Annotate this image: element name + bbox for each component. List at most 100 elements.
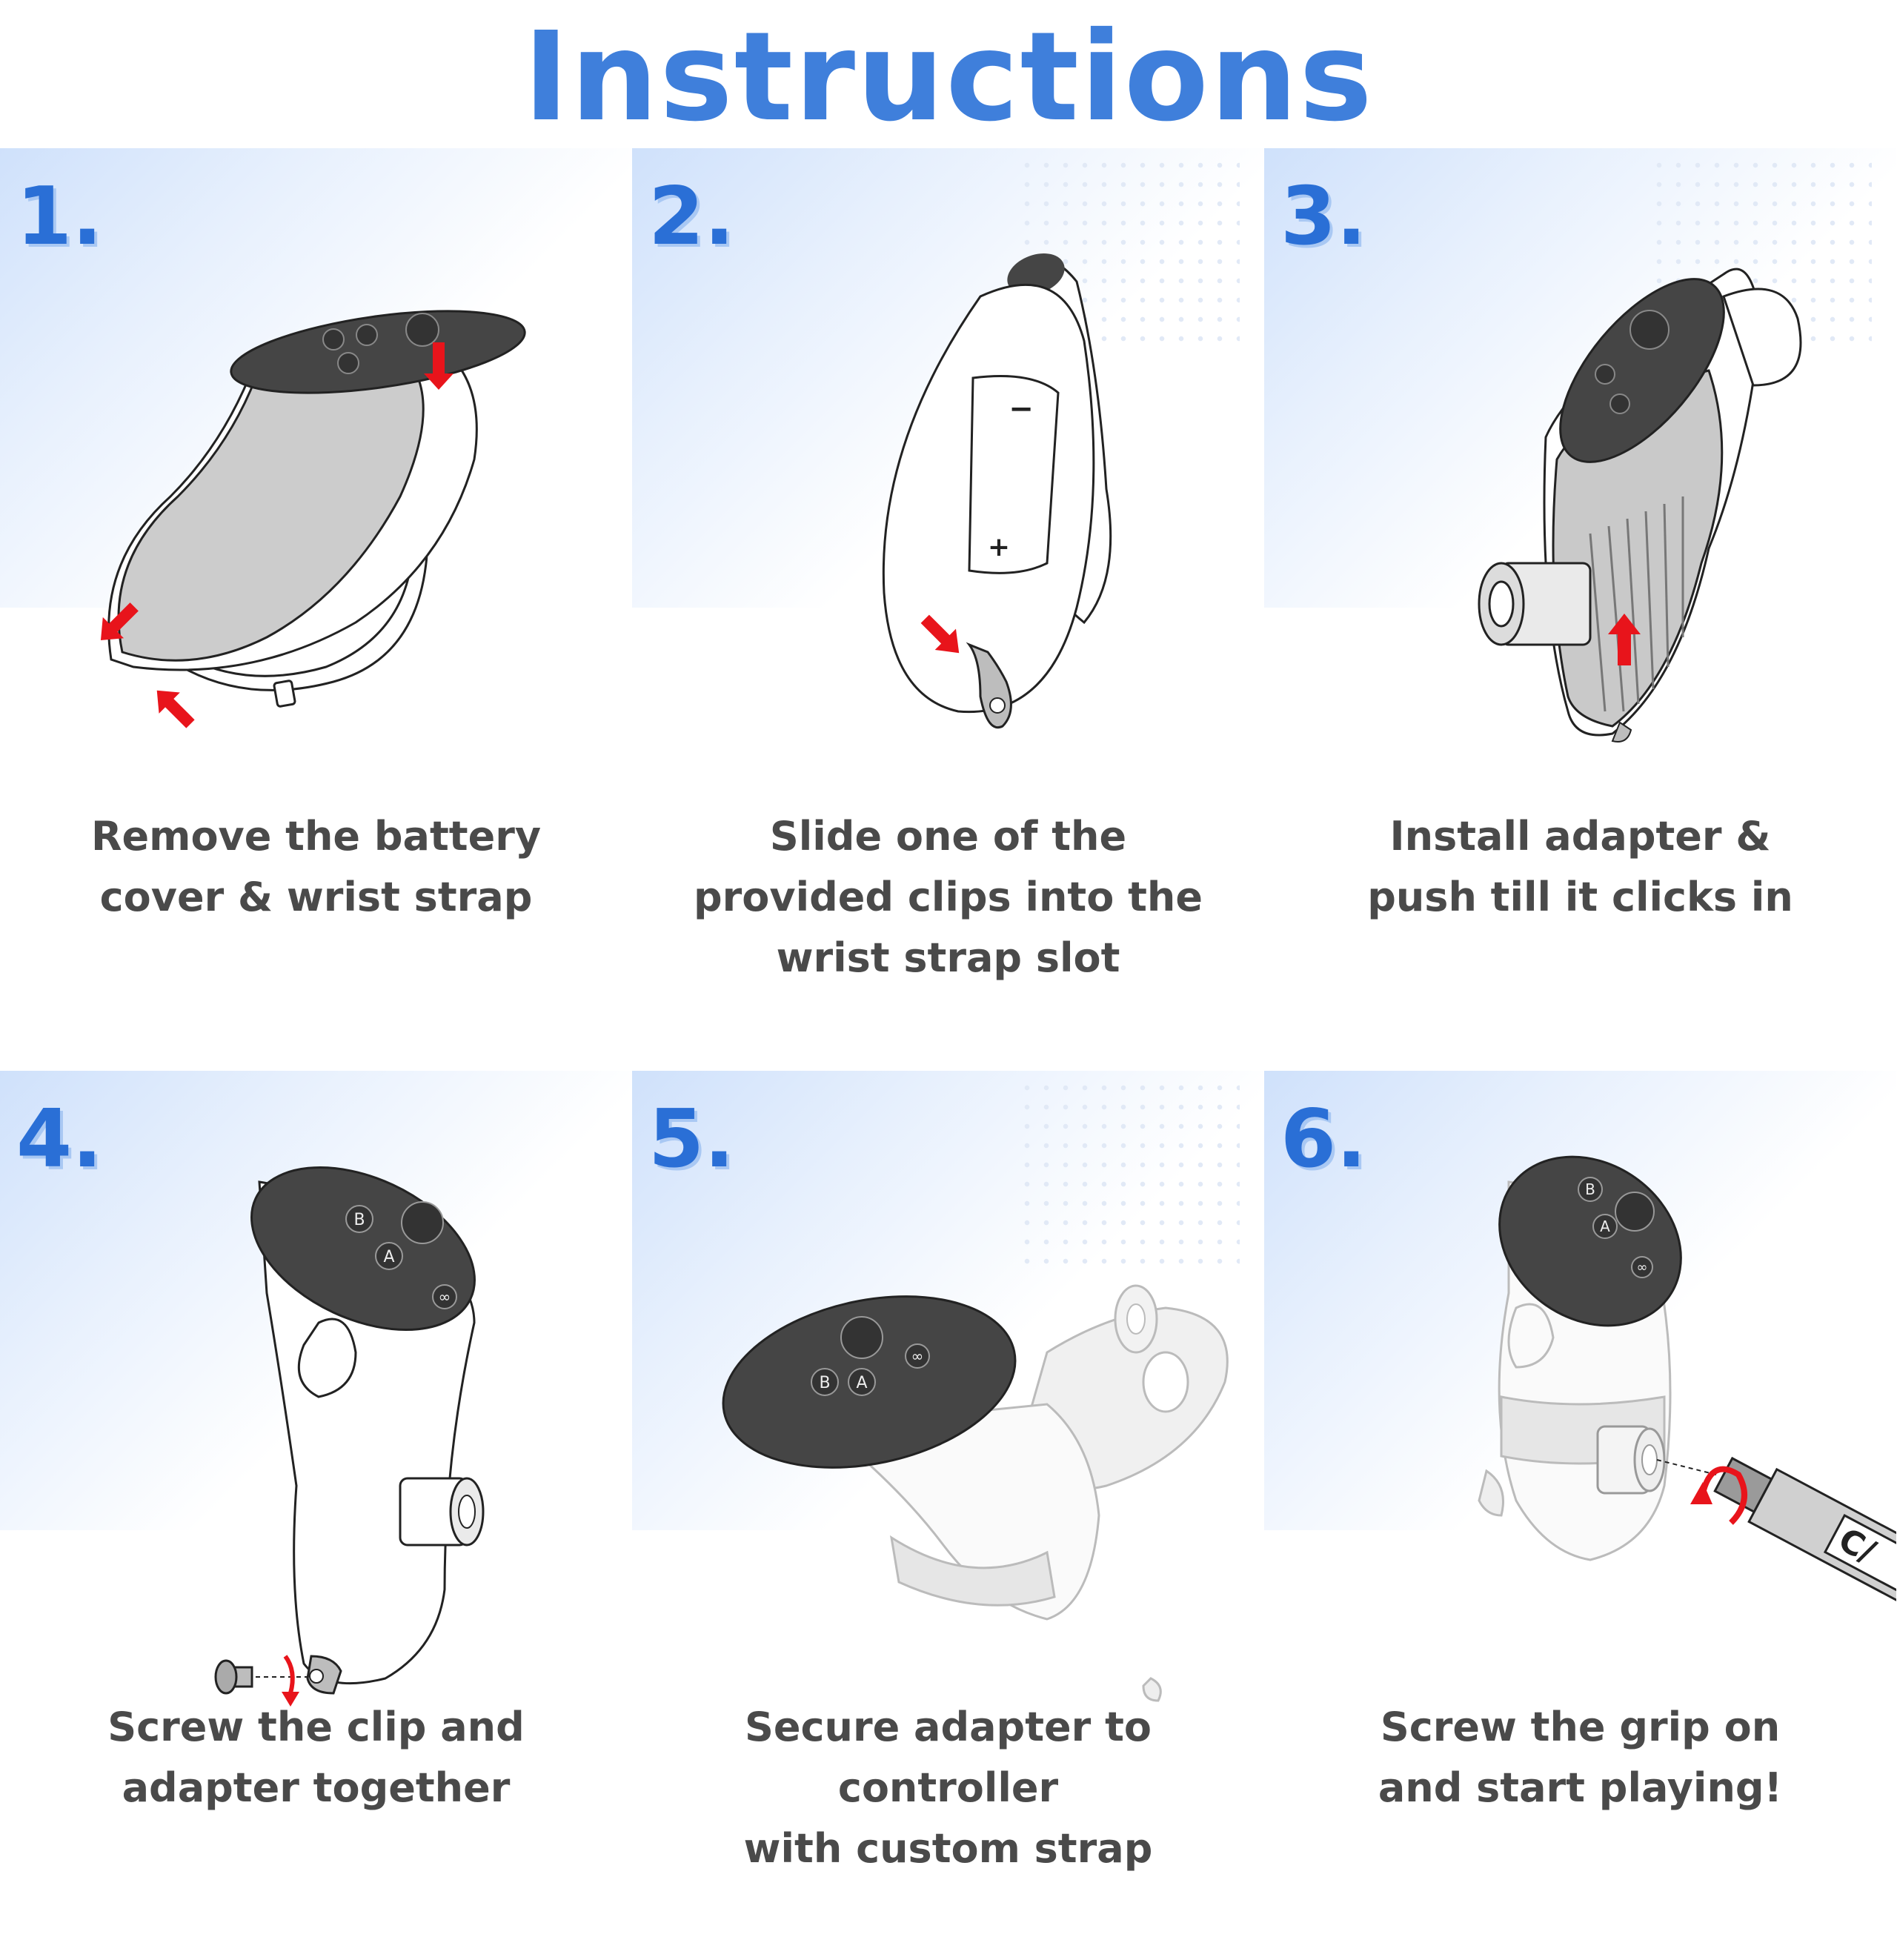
caption-line: wrist strap slot [776, 934, 1120, 981]
button-a-icon [1592, 1214, 1618, 1239]
clip [1478, 1469, 1504, 1517]
step-caption: Remove the battery cover & wrist strap [30, 806, 602, 928]
menu-button-label: ∞ [1637, 1260, 1648, 1275]
rotate-arrowhead-icon [1690, 1482, 1712, 1504]
caption-line: cover & wrist strap [99, 874, 533, 920]
step-number: 2. [648, 170, 735, 263]
rotate-arrow-icon [283, 1655, 295, 1694]
thumbstick-icon [840, 1316, 883, 1359]
adapter-threaded-hole [1126, 1303, 1146, 1335]
controller-screw-clip-illustration: B A ∞ [214, 1166, 485, 1707]
button-a-icon [848, 1368, 876, 1396]
grip-label-box [1823, 1514, 1896, 1595]
battery-plus-mark: + [988, 532, 1010, 562]
button-b-icon [811, 1368, 839, 1396]
menu-button-icon [905, 1343, 930, 1369]
arrow-down-right-icon [920, 614, 960, 654]
caption-line: Remove the battery [90, 813, 542, 860]
button-b-icon [1578, 1177, 1603, 1202]
step-number: 5. [648, 1093, 735, 1186]
button-icon [1595, 364, 1615, 385]
trigger [1722, 288, 1802, 387]
arrow-down-left-icon [100, 602, 139, 641]
cover-ridges [1589, 496, 1684, 712]
button-icon [337, 352, 359, 374]
button-a-label: A [856, 1374, 867, 1392]
caption-line: Screw the grip on [1380, 1704, 1781, 1750]
clip-tip [1611, 721, 1632, 743]
button-a-label: A [1600, 1217, 1610, 1235]
clip-hole [989, 697, 1006, 714]
step-4-panel: 4. B A ∞ Screw the clip and adapter toge… [0, 1071, 632, 1960]
caption-line: Install adapter & [1389, 813, 1771, 860]
step-caption: Screw the clip and adapter together [30, 1697, 602, 1818]
step-3-panel: 3. Install adapter & push till it clicks… [1264, 148, 1896, 1037]
step-5-panel: 5. A B ∞ Secure adapter to controller wi… [632, 1071, 1264, 1960]
strap-band [889, 1535, 1056, 1607]
clip [306, 1655, 342, 1695]
step-caption: Slide one of the provided clips into the… [662, 806, 1235, 989]
arrow-down-icon [424, 342, 454, 390]
adapter-threaded-hole [1641, 1444, 1658, 1475]
button-b-label: B [353, 1211, 365, 1229]
step-caption: Secure adapter to controller with custom… [662, 1697, 1235, 1879]
thumbstick-icon [401, 1201, 444, 1244]
clip-hole [309, 1669, 324, 1684]
thumbstick-icon [1615, 1192, 1655, 1232]
controller-remove-cover-illustration [100, 310, 526, 728]
arrow-up-icon [1608, 614, 1641, 665]
menu-button-icon [432, 1284, 457, 1309]
caption-line: and start playing! [1378, 1764, 1783, 1811]
button-b-label: B [1585, 1180, 1595, 1198]
caption-line: Secure adapter to controller [745, 1704, 1152, 1811]
controller-top-face [1559, 278, 1725, 463]
battery-compartment [968, 375, 1060, 574]
button-b-label: B [819, 1374, 830, 1392]
controller-secure-strap-illustration: A B ∞ [722, 1284, 1229, 1702]
step-caption: Install adapter & push till it clicks in [1294, 806, 1867, 928]
strap-opening [1142, 1351, 1189, 1413]
step-2-panel: 2. − + Slide one of the provided clips i… [632, 148, 1264, 1037]
step-number: 3. [1280, 170, 1367, 263]
step-number: 4. [16, 1093, 103, 1186]
battery-cover [117, 369, 425, 662]
button-b-icon [345, 1205, 373, 1233]
battery-minus-mark: − [1009, 392, 1034, 426]
button-a-label: A [383, 1248, 394, 1266]
caption-line: Screw the clip and [107, 1704, 525, 1750]
controller-top-face [230, 310, 526, 394]
controller-attach-grip-illustration: B A ∞ C/ [1478, 1155, 1896, 1614]
caption-line: provided clips into the [694, 874, 1203, 920]
step-1-panel: 1. Remove the battery cover & wrist stra… [0, 148, 632, 1037]
step-6-panel: 6. B A ∞ C/ Screw the grip on and [1264, 1071, 1896, 1960]
caption-line: with custom strap [743, 1825, 1153, 1872]
screw-head [214, 1659, 238, 1695]
caption-line: push till it clicks in [1367, 874, 1793, 920]
button-icon [322, 328, 345, 351]
alignment-line [1656, 1459, 1717, 1475]
button-icon [1609, 393, 1630, 414]
adapter-threaded-hole [458, 1495, 476, 1529]
adapter-threaded-hole [1488, 580, 1515, 628]
button-a-icon [375, 1242, 403, 1270]
button-icon [356, 324, 378, 346]
trigger [1507, 1303, 1555, 1369]
step-number: 6. [1280, 1093, 1367, 1186]
caption-line: Slide one of the [769, 813, 1127, 860]
controller-insert-clip-illustration: − + [882, 253, 1112, 728]
menu-button-icon [1631, 1256, 1653, 1278]
thumbstick-icon [1629, 310, 1670, 350]
dot-pattern [1017, 1078, 1240, 1271]
clip [1142, 1677, 1162, 1702]
rotate-arrow-icon [1698, 1466, 1747, 1525]
step-number: 1. [16, 170, 103, 263]
menu-button-label: ∞ [911, 1347, 924, 1365]
page-title: Instructions [523, 6, 1374, 149]
arrow-up-left-icon [156, 690, 195, 728]
strap-slider [273, 680, 296, 708]
controller-install-adapter-illustration [1478, 268, 1802, 743]
trigger [297, 1318, 357, 1398]
caption-line: adapter together [122, 1764, 511, 1811]
step-caption: Screw the grip on and start playing! [1294, 1697, 1867, 1818]
thumbstick-icon [405, 313, 439, 347]
